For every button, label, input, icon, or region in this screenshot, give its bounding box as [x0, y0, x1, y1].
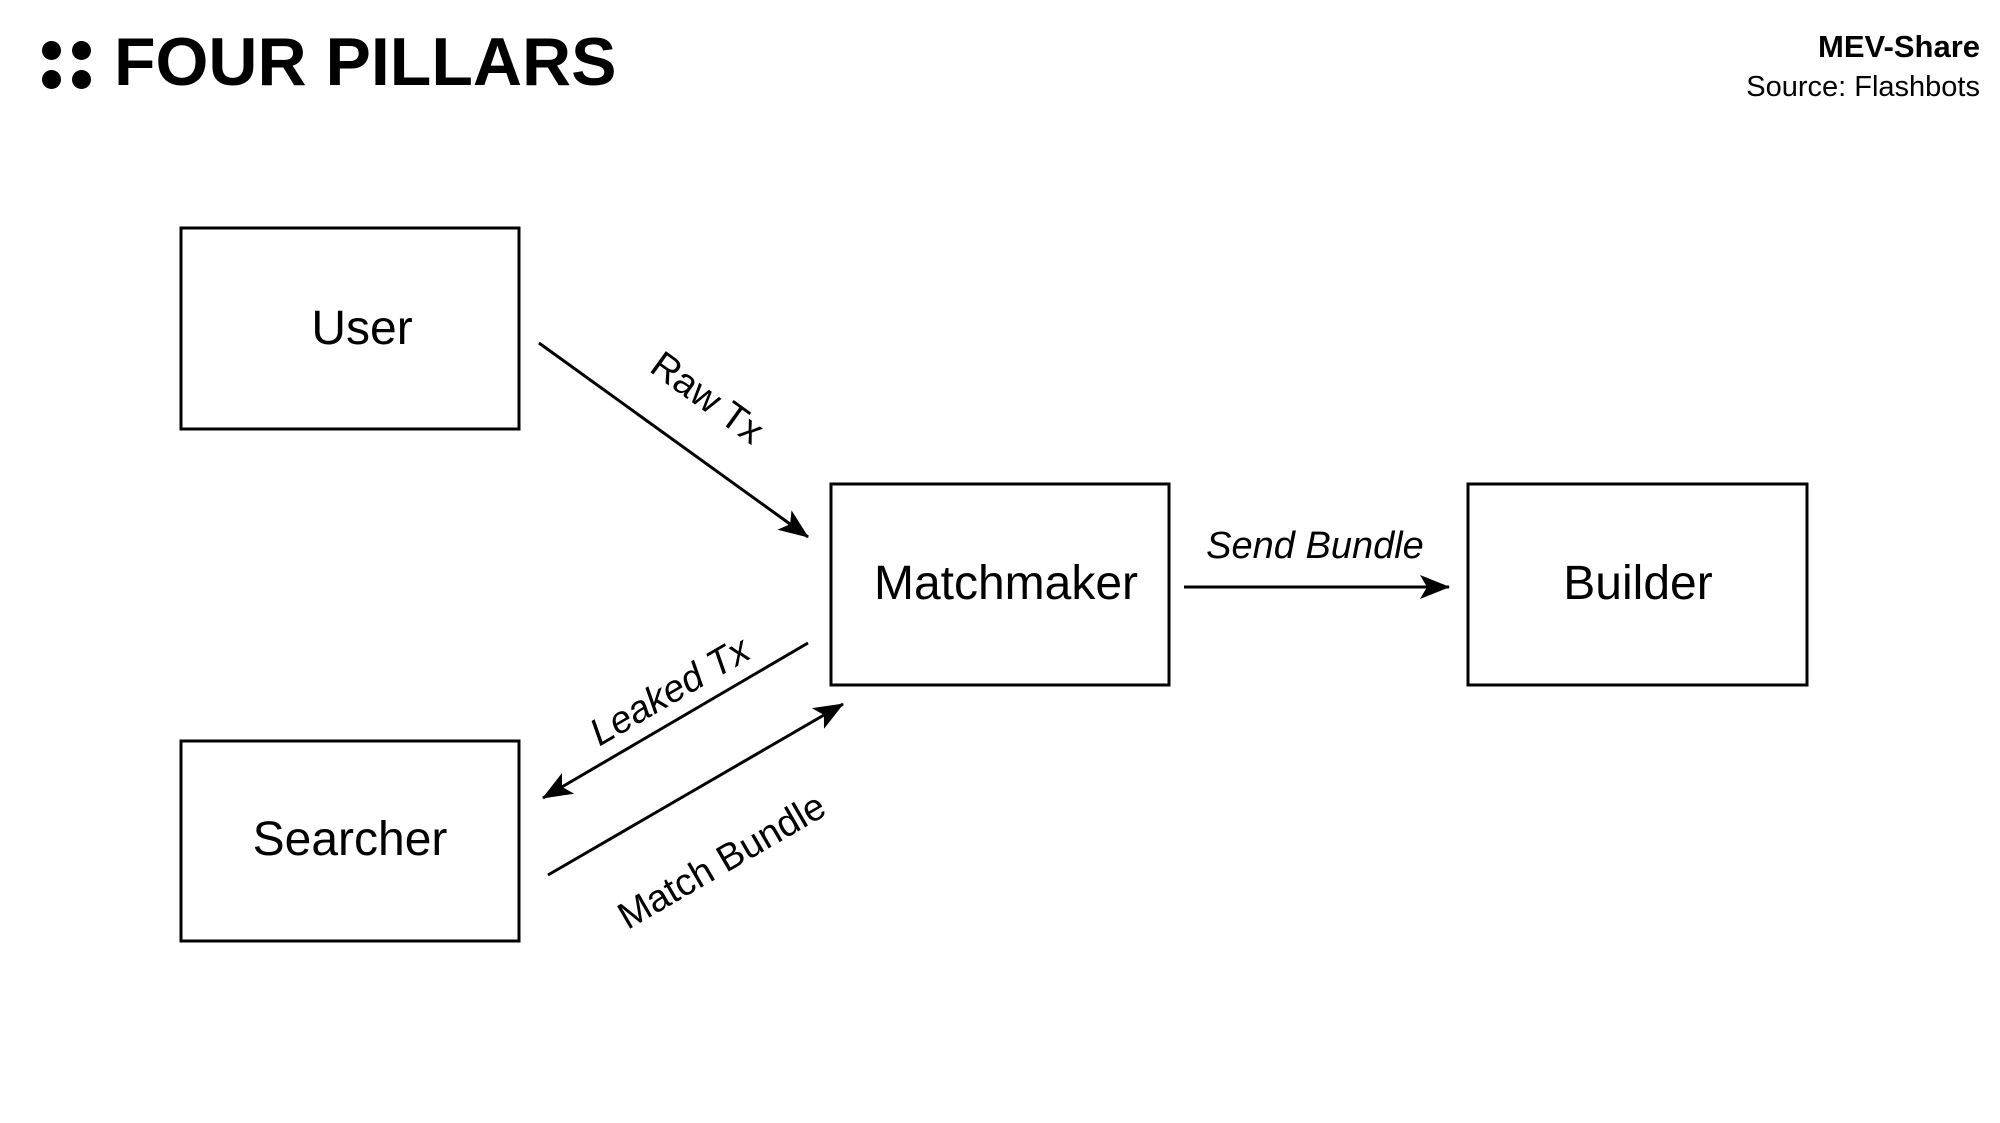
arrow-match-bundle — [547, 702, 844, 877]
node-box — [179, 226, 521, 431]
node-label-user: User — [311, 302, 412, 355]
edge-send-bundle: Send Bundle — [1184, 525, 1450, 599]
node-matchmaker: Matchmaker — [829, 482, 1171, 687]
logo-dot — [42, 70, 61, 89]
logo-dot — [72, 41, 91, 60]
logo-dot — [72, 70, 91, 89]
edge-leaked-tx: Leaked Tx — [542, 628, 809, 800]
arrow-leaked-tx — [542, 641, 809, 800]
node-searcher: Searcher — [179, 739, 521, 943]
node-label-matchmaker: Matchmaker — [874, 557, 1138, 610]
node-box — [179, 739, 521, 943]
four-dots-icon — [40, 32, 100, 92]
edge-raw-tx: Raw Tx — [538, 341, 809, 539]
brand-name: FOUR PILLARS — [114, 24, 617, 100]
node-user: User — [179, 226, 521, 431]
edge-label-raw-tx: Raw Tx — [643, 344, 771, 453]
logo-dot — [42, 41, 61, 60]
source-note: Source: Flashbots — [1746, 71, 1980, 103]
edge-label-leaked-tx: Leaked Tx — [583, 628, 759, 755]
node-box — [829, 482, 1171, 687]
edge-label-match-bundle: Match Bundle — [611, 785, 833, 938]
header-info: MEV-Share Source: Flashbots — [1746, 28, 1980, 108]
node-label-builder: Builder — [1563, 557, 1712, 610]
edge-match-bundle: Match Bundle — [547, 702, 844, 938]
diagram-title: MEV-Share — [1818, 29, 1980, 64]
node-box — [1466, 482, 1809, 687]
node-builder: Builder — [1466, 482, 1809, 687]
four-pillars-logo: FOUR PILLARS — [40, 27, 616, 97]
arrow-raw-tx — [538, 341, 809, 539]
node-label-searcher: Searcher — [253, 813, 448, 866]
edge-label-send-bundle: Send Bundle — [1206, 525, 1424, 567]
